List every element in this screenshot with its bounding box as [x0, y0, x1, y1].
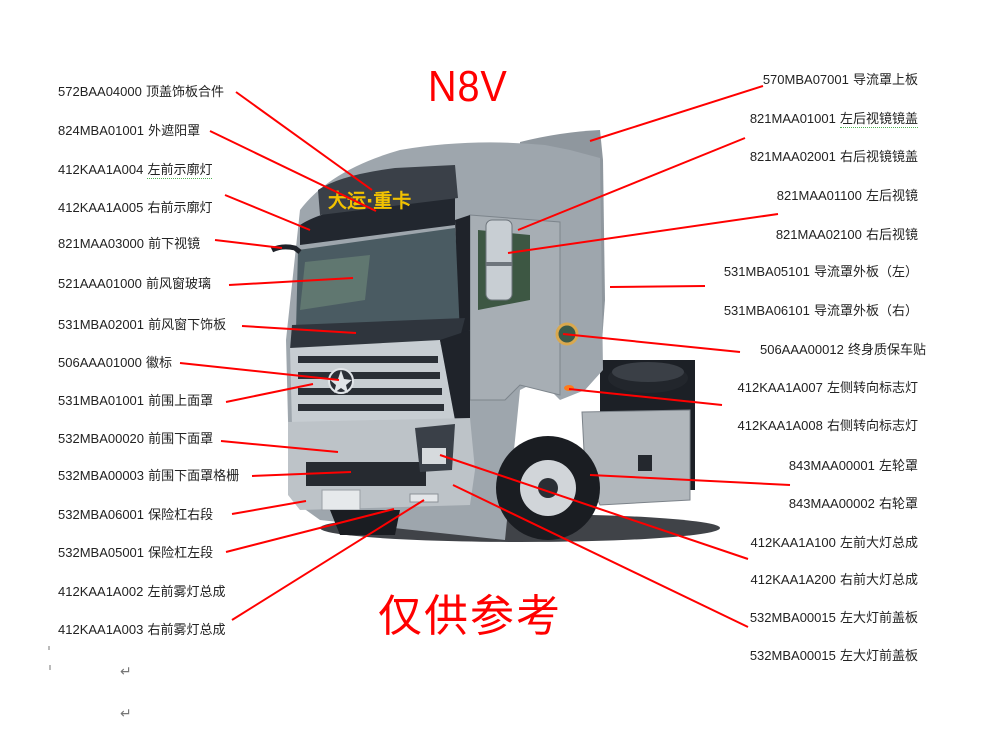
- reference-only-watermark: 仅供参考: [378, 591, 562, 642]
- part-label-left: 412KAA1A004 左前示廓灯: [58, 162, 213, 179]
- part-label-right: 412KAA1A100 左前大灯总成: [750, 535, 918, 551]
- headlight-lens: [422, 448, 446, 464]
- part-label-left: 531MBA02001 前风窗下饰板: [58, 317, 227, 333]
- fog-lamp: [409, 493, 439, 503]
- paragraph-mark-icon: ↵: [120, 664, 132, 680]
- part-label-right: 821MAA01100 左后视镜: [776, 188, 918, 204]
- part-label-left: 521AAA01000 前风窗玻璃: [58, 276, 212, 292]
- part-label-left: 532MBA05001 保险杠左段: [58, 545, 214, 561]
- part-label-right: 412KAA1A008 右侧转向标志灯: [737, 418, 918, 434]
- part-label-right: 843MAA00002 右轮罩: [788, 496, 918, 512]
- part-label-left: 824MBA01001 外遮阳罩: [58, 123, 201, 139]
- license-plate-holder: [321, 489, 361, 511]
- a-pillar: [455, 215, 470, 335]
- emblem-star-icon: [330, 370, 352, 393]
- part-label-right: 843MAA00001 左轮罩: [788, 458, 918, 474]
- part-label-right: 531MBA05101 导流罩外板（左）: [723, 264, 918, 280]
- faint-mark: [49, 665, 51, 670]
- part-label-right: 412KAA1A200 右前大灯总成: [750, 572, 918, 588]
- part-label-right: 412KAA1A007 左侧转向标志灯: [737, 380, 918, 396]
- part-label-right: 570MBA07001 导流罩上板: [762, 72, 918, 88]
- front-tire-left: [330, 510, 400, 535]
- part-label-left: 532MBA06001 保险杠右段: [58, 507, 214, 523]
- part-label-left: 532MBA00003 前围下面罩格栅: [58, 468, 240, 484]
- callout-lines: [179, 85, 791, 628]
- fairing-step: [638, 455, 652, 471]
- part-label-left: 412KAA1A002 左前雾灯总成: [58, 584, 226, 600]
- part-label-left: 412KAA1A005 右前示廓灯: [58, 200, 213, 216]
- part-label-right: 821MAA01001 左后视镜镜盖: [749, 111, 918, 128]
- part-label-left: 532MBA00020 前围下面罩: [58, 431, 214, 447]
- wheel-center: [538, 478, 558, 498]
- part-label-left: 412KAA1A003 右前雾灯总成: [58, 622, 226, 638]
- grille-side-frame: [440, 330, 470, 420]
- part-label-right: 531MBA06101 导流罩外板（右）: [723, 303, 918, 319]
- part-label-left: 531MBA01001 前围上面罩: [58, 393, 214, 409]
- sun-visor: [300, 195, 455, 245]
- part-label-right: 821MAA02100 右后视镜: [775, 227, 918, 243]
- windshield-reflection: [300, 255, 370, 310]
- model-title: N8V: [428, 62, 508, 111]
- part-label-right: 532MBA00015 左大灯前盖板: [749, 610, 918, 626]
- part-label-right: 506AAA00012 终身质保车贴: [759, 342, 926, 358]
- part-label-right: 821MAA02001 右后视镜镜盖: [749, 149, 918, 165]
- part-label-left: 506AAA01000 徽标: [58, 355, 173, 371]
- roof-sign-text: 大运·重卡: [328, 189, 411, 212]
- front-grille: [290, 340, 455, 425]
- part-label-left: 572BAA04000 顶盖饰板合件: [58, 84, 225, 100]
- part-label-right: 532MBA00015 左大灯前盖板: [749, 648, 918, 664]
- rear-view-mirror: [485, 219, 513, 301]
- paragraph-mark-icon: ↵: [120, 706, 132, 722]
- windshield: [296, 228, 462, 330]
- front-down-mirror: [270, 244, 302, 254]
- mirror-divider: [486, 262, 512, 266]
- part-label-left: 821MAA03000 前下视镜: [58, 236, 201, 252]
- faint-mark: [48, 646, 50, 650]
- grille-slats: [298, 356, 444, 411]
